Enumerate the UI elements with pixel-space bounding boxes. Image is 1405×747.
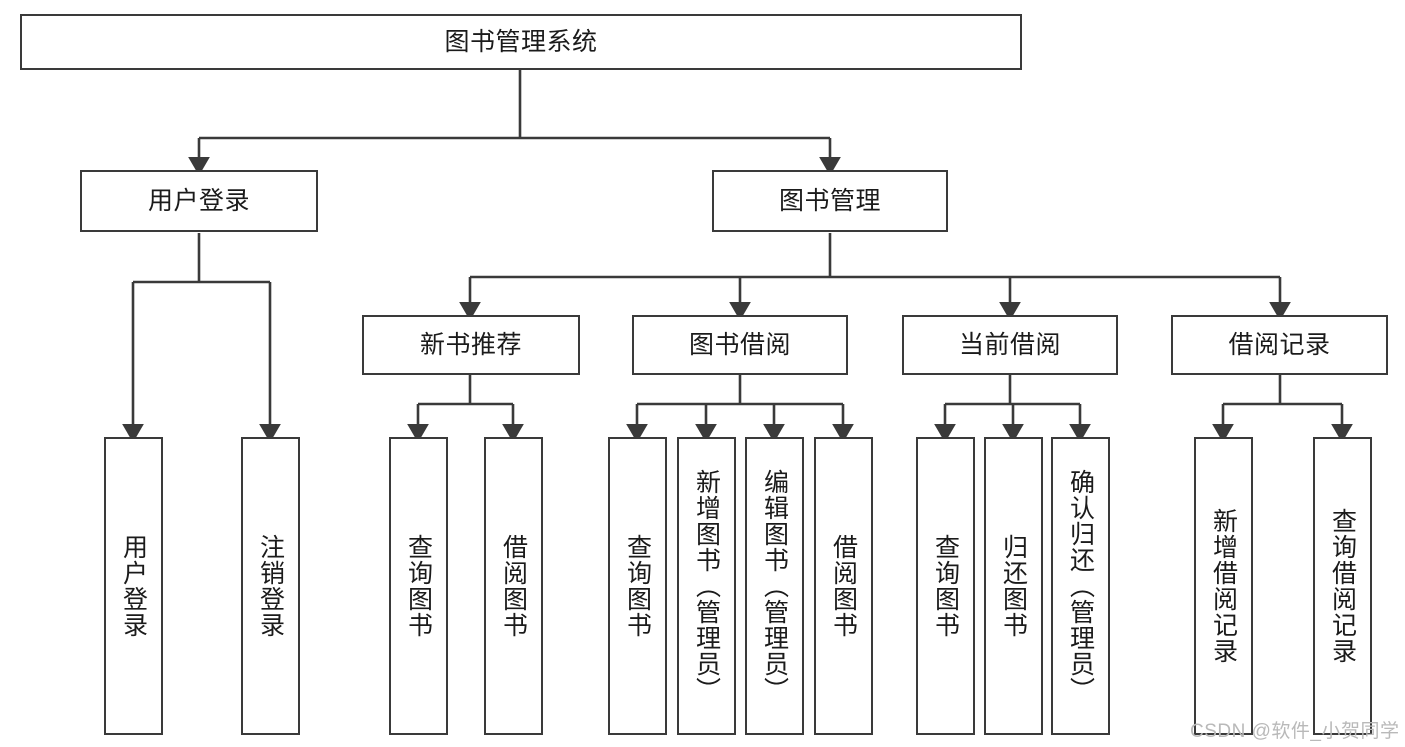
node-label: 借阅记录 bbox=[1228, 330, 1331, 359]
leaf-borrow-edit-book-admin[interactable]: 编辑图书（管理员） bbox=[745, 437, 804, 735]
leaf-current-confirm-return-admin[interactable]: 确认归还（管理员） bbox=[1051, 437, 1110, 735]
node-label: 查询图书 bbox=[404, 534, 433, 638]
node-label: 图书管理 bbox=[778, 186, 881, 215]
node-label: 查询图书 bbox=[623, 534, 652, 638]
node-label: 查询借阅记录 bbox=[1328, 508, 1357, 664]
node-label: 图书借阅 bbox=[688, 330, 791, 359]
leaf-recommend-borrow-book[interactable]: 借阅图书 bbox=[484, 437, 543, 735]
node-root-system[interactable]: 图书管理系统 bbox=[20, 14, 1022, 70]
leaf-record-query-borrow-record[interactable]: 查询借阅记录 bbox=[1313, 437, 1372, 735]
node-label: 归还图书 bbox=[999, 534, 1028, 638]
node-label: 确认归还（管理员） bbox=[1066, 469, 1095, 703]
node-label: 新增图书（管理员） bbox=[692, 469, 721, 703]
node-label: 当前借阅 bbox=[958, 330, 1061, 359]
node-label: 注销登录 bbox=[256, 534, 285, 638]
node-label: 借阅图书 bbox=[829, 534, 858, 638]
node-user-login[interactable]: 用户登录 bbox=[80, 170, 318, 232]
node-label: 用户登录 bbox=[119, 534, 148, 638]
node-label: 图书管理系统 bbox=[444, 27, 598, 56]
leaf-record-add-borrow-record[interactable]: 新增借阅记录 bbox=[1194, 437, 1253, 735]
leaf-user-logout[interactable]: 注销登录 bbox=[241, 437, 300, 735]
node-current-borrow[interactable]: 当前借阅 bbox=[902, 315, 1118, 375]
node-label: 查询图书 bbox=[931, 534, 960, 638]
leaf-recommend-query-book[interactable]: 查询图书 bbox=[389, 437, 448, 735]
leaf-current-query-book[interactable]: 查询图书 bbox=[916, 437, 975, 735]
node-book-borrow[interactable]: 图书借阅 bbox=[632, 315, 848, 375]
leaf-borrow-query-book[interactable]: 查询图书 bbox=[608, 437, 667, 735]
node-label: 新书推荐 bbox=[419, 330, 522, 359]
leaf-current-return-book[interactable]: 归还图书 bbox=[984, 437, 1043, 735]
node-book-management[interactable]: 图书管理 bbox=[712, 170, 948, 232]
node-label: 用户登录 bbox=[147, 186, 250, 215]
node-label: 借阅图书 bbox=[499, 534, 528, 638]
node-new-book-recommend[interactable]: 新书推荐 bbox=[362, 315, 580, 375]
leaf-borrow-add-book-admin[interactable]: 新增图书（管理员） bbox=[677, 437, 736, 735]
node-borrow-record[interactable]: 借阅记录 bbox=[1171, 315, 1388, 375]
leaf-borrow-borrow-book[interactable]: 借阅图书 bbox=[814, 437, 873, 735]
leaf-user-login[interactable]: 用户登录 bbox=[104, 437, 163, 735]
node-label: 新增借阅记录 bbox=[1209, 508, 1238, 664]
node-label: 编辑图书（管理员） bbox=[760, 469, 789, 703]
